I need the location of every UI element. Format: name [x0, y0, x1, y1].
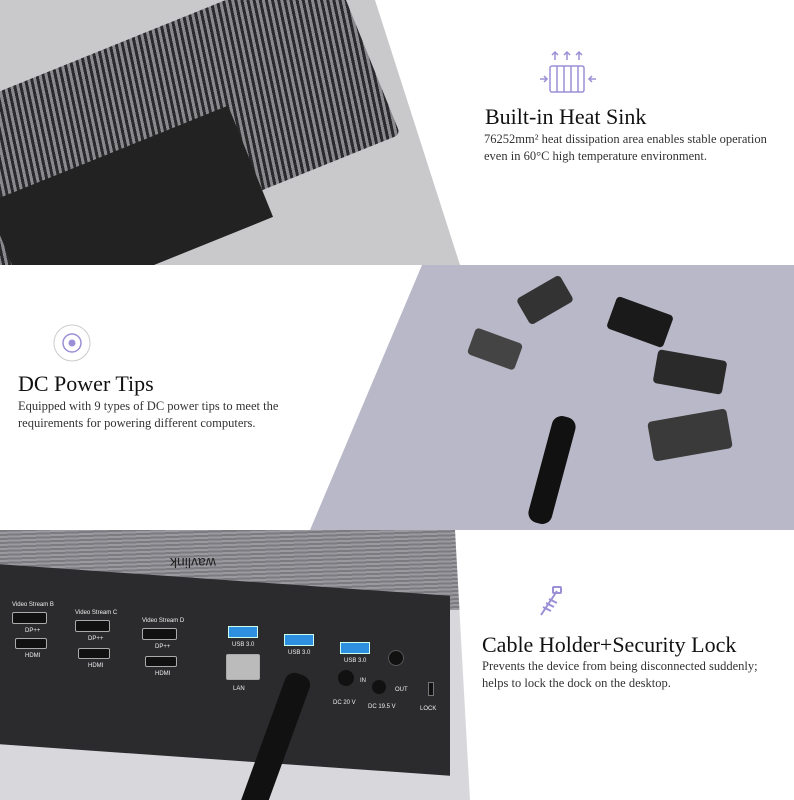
dp-label: DP++ [155, 644, 171, 650]
dc-out-label: DC 19.5 V [368, 704, 396, 710]
dock-photo: wavlink Video Stream B Video Stream C Vi… [0, 530, 470, 800]
dp-label: DP++ [88, 636, 104, 642]
hdmi-label: HDMI [155, 671, 171, 677]
usb-label: USB 3.0 [232, 642, 255, 648]
screw-lock-icon [540, 586, 562, 616]
lock-label: LOCK [420, 706, 437, 712]
target-circle-icon [53, 324, 91, 362]
lan-label: LAN [233, 686, 245, 692]
section-title: Cable Holder+Security Lock [482, 632, 737, 657]
port-label: Video Stream C [75, 610, 118, 616]
hdmi-label: HDMI [88, 663, 104, 669]
power-tips-photo [310, 265, 794, 530]
usb-label: USB 3.0 [344, 658, 367, 664]
in-label: IN [360, 678, 366, 684]
port-label: Video Stream D [142, 618, 185, 624]
out-label: OUT [395, 687, 408, 693]
section-description: Equipped with 9 types of DC power tips t… [18, 399, 279, 430]
dc-power-tips-section: DC Power Tips Equipped with 9 types of D… [0, 265, 794, 530]
dp-label: DP++ [25, 628, 41, 634]
section-description: 76252mm² heat dissipation area enables s… [484, 132, 767, 163]
usb-label: USB 3.0 [288, 650, 311, 656]
section-title: DC Power Tips [18, 371, 154, 396]
section-title: Built-in Heat Sink [485, 104, 647, 129]
heat-sink-section: Built-in Heat Sink 76252mm² heat dissipa… [0, 0, 794, 265]
brand-logo: wavlink [170, 555, 216, 571]
section-description: Prevents the device from being disconnec… [482, 659, 758, 690]
hdmi-label: HDMI [25, 653, 41, 659]
cable-holder-section: wavlink Video Stream B Video Stream C Vi… [0, 530, 794, 800]
dc-in-label: DC 20 V [333, 700, 356, 706]
port-label: Video Stream B [12, 602, 54, 608]
heat-sink-photo [0, 0, 460, 265]
heat-sink-icon [540, 50, 596, 93]
